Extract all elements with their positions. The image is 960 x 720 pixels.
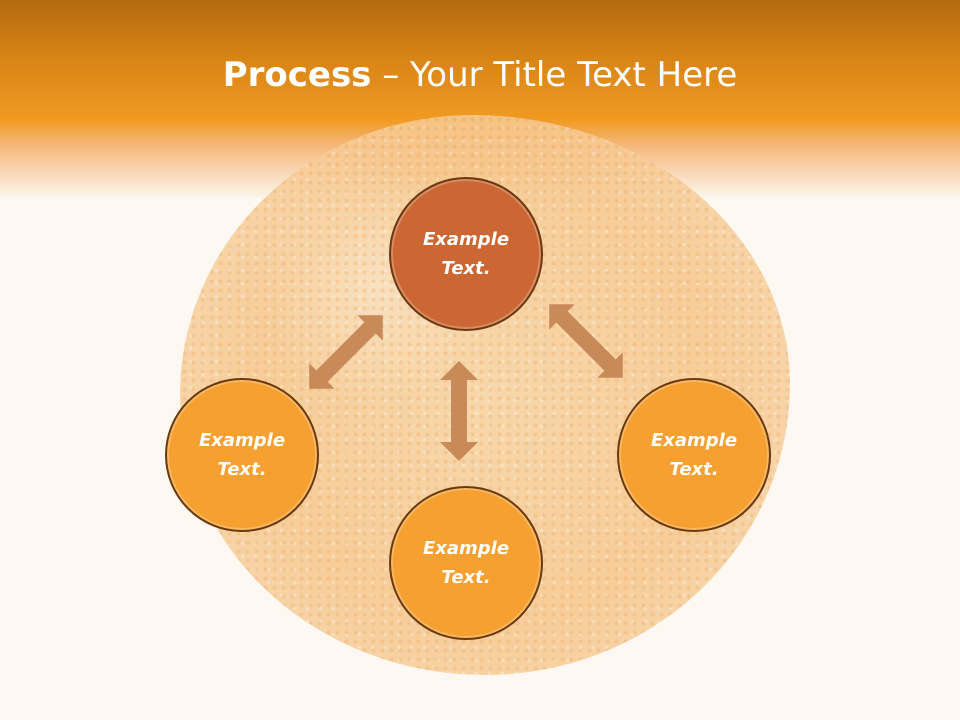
process-node-right: Example Text.	[617, 378, 771, 532]
double-arrow-right-icon	[549, 304, 623, 378]
slide-title: Process – Your Title Text Here	[0, 52, 960, 98]
process-node-left: Example Text.	[165, 378, 319, 532]
node-label: Example Text.	[411, 534, 521, 592]
double-arrow-vertical-icon	[440, 361, 478, 461]
title-bold: Process	[222, 55, 372, 95]
process-node-top: Example Text.	[389, 177, 543, 331]
double-arrow-left-icon	[309, 315, 383, 389]
node-label: Example Text.	[411, 225, 521, 283]
node-label-line1: Example	[198, 430, 286, 451]
node-label: Example Text.	[187, 426, 297, 484]
node-label-line2: Text.	[441, 258, 491, 279]
node-label-line1: Example	[422, 538, 510, 559]
node-label-line2: Text.	[669, 459, 719, 480]
node-label-line1: Example	[650, 430, 738, 451]
node-label-line2: Text.	[441, 567, 491, 588]
node-label-line2: Text.	[217, 459, 267, 480]
node-label: Example Text.	[639, 426, 749, 484]
title-rest: – Your Title Text Here	[371, 55, 738, 95]
node-label-line1: Example	[422, 229, 510, 250]
process-node-bottom: Example Text.	[389, 486, 543, 640]
